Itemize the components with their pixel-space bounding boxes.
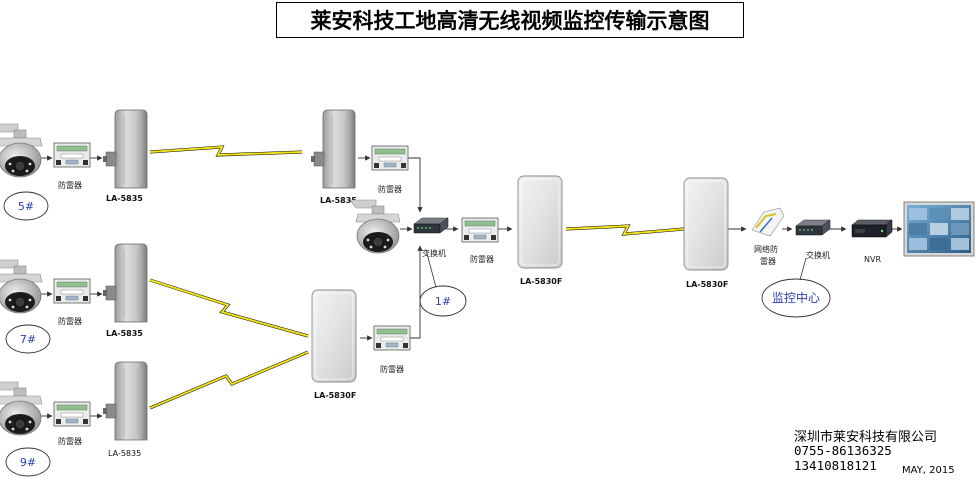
panel-label-relay-low: LA-5830F [314,391,356,400]
net-surge-label-1: 网络防 [754,244,778,254]
surge-label-relay-low: 防雷器 [380,364,404,374]
camera-9 [0,381,43,436]
surge-label-relay-mid: 防雷器 [470,254,494,264]
camera-7 [0,259,43,314]
panel-la5830f-tx [517,175,563,269]
surge-label-9: 防雷器 [58,436,82,446]
surge-protector-relay-top [371,145,409,171]
panel-la5830f-rx [683,177,729,271]
cables [40,155,903,419]
surge-protector-9 [53,401,91,427]
radio-label-7: LA-5835 [106,329,143,338]
wireless-link-7 [149,278,309,338]
radio-la5835-relay [310,109,356,189]
panel-label-tx: LA-5830F [520,277,562,286]
surge-label-7: 防雷器 [58,316,82,326]
site-label-1: 1# [435,295,451,308]
camera-1 [349,199,401,254]
site-circle-5[interactable] [3,191,49,221]
radio-la5835-5 [102,109,148,189]
radio-label-relay: LA-5835 [320,196,357,205]
radio-label-9: LA-5835 [108,449,141,458]
surge-label-5: 防雷器 [58,180,82,190]
surge-protector-5 [53,142,91,168]
wireless-link-main [565,224,685,236]
monitor-display [903,201,975,257]
nvr-device [851,219,893,238]
monitor-center-label: 监控中心 [772,290,820,305]
company-phone: 0755-86136325 13410818121 [794,443,892,473]
site-label-7: 7# [20,333,36,346]
surge-protector-relay-mid [461,217,499,243]
site-circle-1[interactable] [419,285,467,317]
radio-la5835-7 [102,243,148,323]
site-label-5: 5# [18,200,34,213]
net-surge-label-2: 雷器 [760,257,776,266]
nvr-label: NVR [864,255,881,264]
panel-la5830f-relay-low [311,289,357,383]
radio-label-5: LA-5835 [106,194,143,203]
switch-label-relay: 交换机 [422,248,446,258]
page-title: 莱安科技工地高清无线视频监控传输示意图 [276,2,744,38]
switch-center [795,219,831,236]
radio-la5835-9 [102,361,148,441]
monitor-center-circle[interactable] [761,278,831,318]
site-circle-9[interactable] [5,447,51,477]
camera-5 [0,123,43,178]
panel-label-rx: LA-5830F [686,280,728,289]
site-circle-7[interactable] [5,324,51,354]
switch-relay [413,217,449,234]
network-surge-protector [751,207,785,237]
surge-protector-7 [53,278,91,304]
wireless-link-5 [149,145,303,157]
surge-label-relay-top: 防雷器 [378,184,402,194]
site-label-9: 9# [20,456,36,469]
wireless-link-9 [149,350,309,410]
surge-protector-relay-low [373,325,411,351]
company-name: 深圳市莱安科技有限公司 [794,430,938,445]
switch-label-center: 交换机 [806,250,830,260]
diagram-date: MAY, 2015 [902,465,955,476]
